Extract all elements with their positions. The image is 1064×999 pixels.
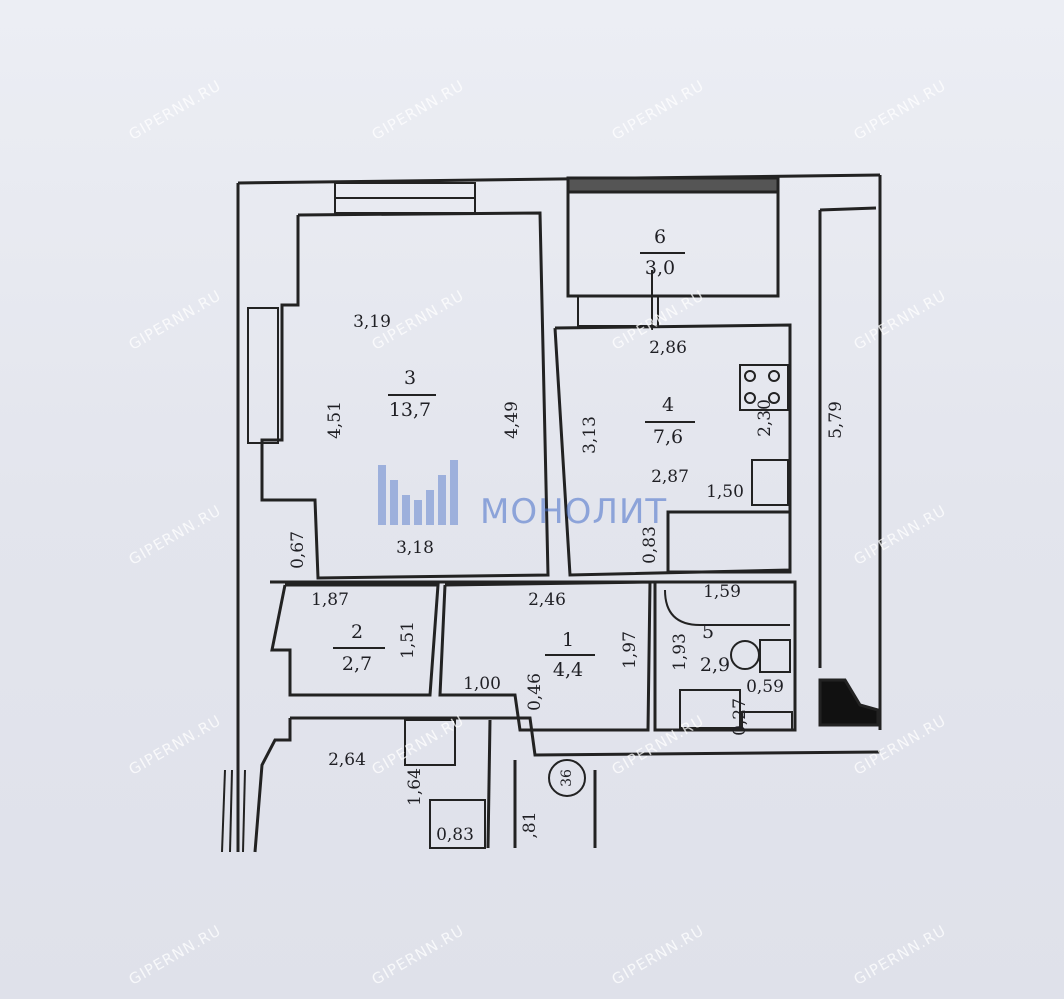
dimension-label: 0,59 bbox=[746, 677, 784, 697]
dimension-label: 0,83 bbox=[640, 526, 660, 564]
dimension-label: 5,79 bbox=[826, 401, 846, 439]
dimension-label: 2,46 bbox=[528, 590, 566, 610]
room-4-area: 7,6 bbox=[652, 426, 684, 448]
dimension-label: 3,18 bbox=[396, 538, 434, 558]
room-3-number: 3 bbox=[403, 367, 417, 389]
dimension-label: 1,64 bbox=[405, 768, 425, 806]
dimension-label: 2,64 bbox=[328, 750, 366, 770]
room-6-area: 3,0 bbox=[644, 257, 676, 279]
room-2-area: 2,7 bbox=[341, 653, 373, 675]
room-1-number: 1 bbox=[561, 629, 575, 651]
dimension-label: 0,67 bbox=[288, 531, 308, 569]
logo-text: МОНОЛИТ bbox=[480, 492, 668, 532]
dimension-label: ,81 bbox=[520, 811, 540, 839]
room-6-number: 6 bbox=[653, 226, 667, 248]
dimension-label: 1,87 bbox=[311, 590, 349, 610]
room-5-number: 5 bbox=[701, 621, 715, 643]
dimension-label: 4,49 bbox=[502, 401, 522, 439]
dimension-label: 2,30 bbox=[755, 399, 775, 437]
room-3-area: 13,7 bbox=[388, 399, 432, 421]
dimension-label: 0,27 bbox=[730, 698, 750, 736]
stair-marker: 36 bbox=[559, 769, 575, 787]
dimension-label: 4,51 bbox=[325, 401, 345, 439]
room-1-area: 4,4 bbox=[552, 659, 584, 681]
room-2-number: 2 bbox=[350, 621, 364, 643]
dimension-label: 1,97 bbox=[620, 631, 640, 669]
dimension-label: 3,13 bbox=[580, 416, 600, 454]
dimension-label: 0,83 bbox=[436, 825, 474, 845]
monolit-logo-icon bbox=[378, 460, 458, 525]
dimension-label: 1,51 bbox=[398, 621, 418, 659]
room-5-area: 2,9 bbox=[699, 654, 731, 676]
dimension-label: 1,93 bbox=[670, 633, 690, 671]
room-4-number: 4 bbox=[661, 394, 675, 416]
dimension-label: 2,87 bbox=[651, 467, 689, 487]
dimension-label: 1,50 bbox=[706, 482, 744, 502]
dimension-label: 0,46 bbox=[525, 673, 545, 711]
dimension-label: 1,00 bbox=[463, 674, 501, 694]
dimension-label: 1,59 bbox=[703, 582, 741, 602]
dimension-label: 2,86 bbox=[649, 338, 687, 358]
dimension-label: 3,19 bbox=[353, 312, 391, 332]
